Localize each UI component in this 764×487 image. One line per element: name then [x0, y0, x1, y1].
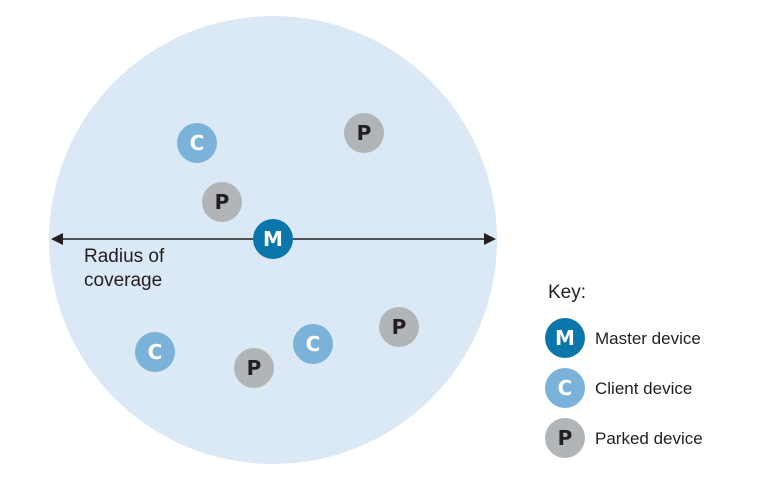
- parked-device-node-letter: P: [215, 190, 230, 214]
- client-device-node-letter: C: [148, 340, 163, 364]
- parked-device-node-circle: [344, 113, 384, 153]
- parked-device-node-circle: [379, 307, 419, 347]
- key-master-label: Master device: [595, 329, 701, 348]
- key-parked-icon-letter: P: [558, 426, 573, 450]
- key-master-icon-letter: M: [555, 326, 575, 350]
- client-device-node-letter: C: [190, 131, 205, 155]
- parked-device-node: P: [379, 307, 419, 347]
- parked-device-node-letter: P: [392, 315, 407, 339]
- coverage-label-line-1: Radius of: [84, 246, 165, 267]
- client-device-node-circle: [177, 123, 217, 163]
- key-client-icon-letter: C: [558, 376, 573, 400]
- key-client-icon-circle: [545, 368, 585, 408]
- parked-device-node-letter: P: [247, 356, 262, 380]
- parked-device-node-letter: P: [357, 121, 372, 145]
- key-parked-icon: P: [545, 418, 585, 458]
- parked-device-node-circle: [234, 348, 274, 388]
- device-nodes: C C C P P P P M: [135, 113, 419, 388]
- key-master-icon: M: [545, 318, 585, 358]
- master-device-node-letter: M: [263, 227, 283, 251]
- parked-device-node: P: [344, 113, 384, 153]
- client-device-node-circle: [293, 324, 333, 364]
- client-device-node: C: [177, 123, 217, 163]
- master-device-node-circle: [253, 219, 293, 259]
- client-device-node: C: [293, 324, 333, 364]
- client-device-node: C: [135, 332, 175, 372]
- parked-device-node: P: [202, 182, 242, 222]
- key-parked-icon-circle: [545, 418, 585, 458]
- parked-device-node: P: [234, 348, 274, 388]
- key-client-label: Client device: [595, 379, 692, 398]
- master-device-node: M: [253, 219, 293, 259]
- parked-device-node-circle: [202, 182, 242, 222]
- coverage-label-line-2: coverage: [84, 270, 162, 291]
- key-client-icon: C: [545, 368, 585, 408]
- client-device-node-circle: [135, 332, 175, 372]
- key-title: Key:: [548, 282, 586, 303]
- key-parked-label: Parked device: [595, 429, 703, 448]
- client-device-node-letter: C: [306, 332, 321, 356]
- key-master-icon-circle: [545, 318, 585, 358]
